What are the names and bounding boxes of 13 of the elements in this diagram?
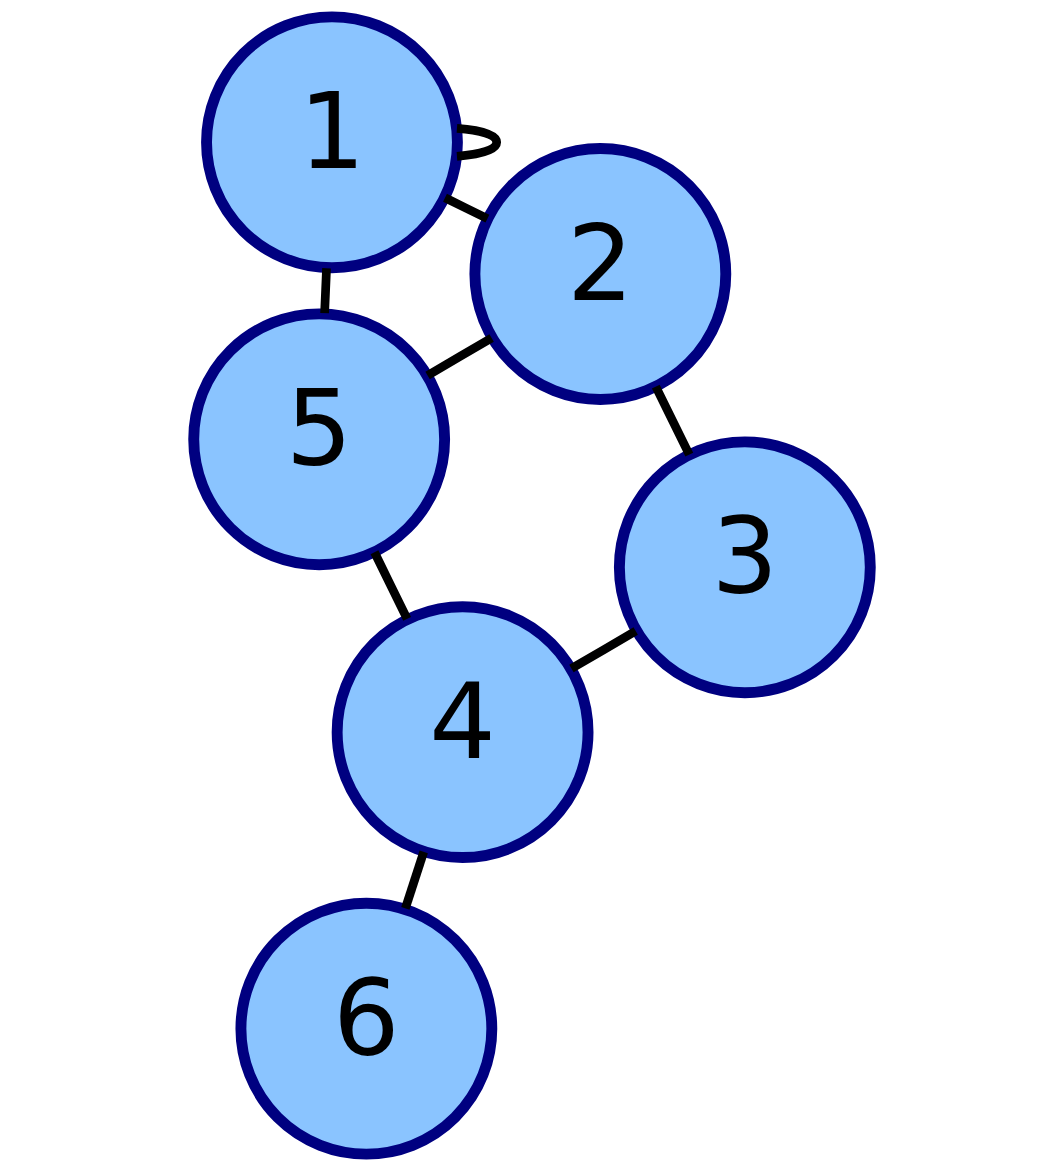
connector bbox=[568, 627, 638, 673]
connector bbox=[370, 550, 411, 621]
node-circle: 5 bbox=[187, 308, 450, 571]
node-circle: 2 bbox=[468, 143, 731, 405]
connector bbox=[424, 334, 494, 380]
connector bbox=[456, 124, 501, 161]
node-circle: 6 bbox=[234, 897, 497, 1160]
connector bbox=[400, 850, 428, 910]
node-circle: 3 bbox=[613, 436, 876, 699]
connector bbox=[651, 384, 693, 457]
node-circle: 4 bbox=[331, 601, 593, 864]
node-circle: 1 bbox=[200, 11, 463, 274]
connector bbox=[442, 193, 489, 223]
